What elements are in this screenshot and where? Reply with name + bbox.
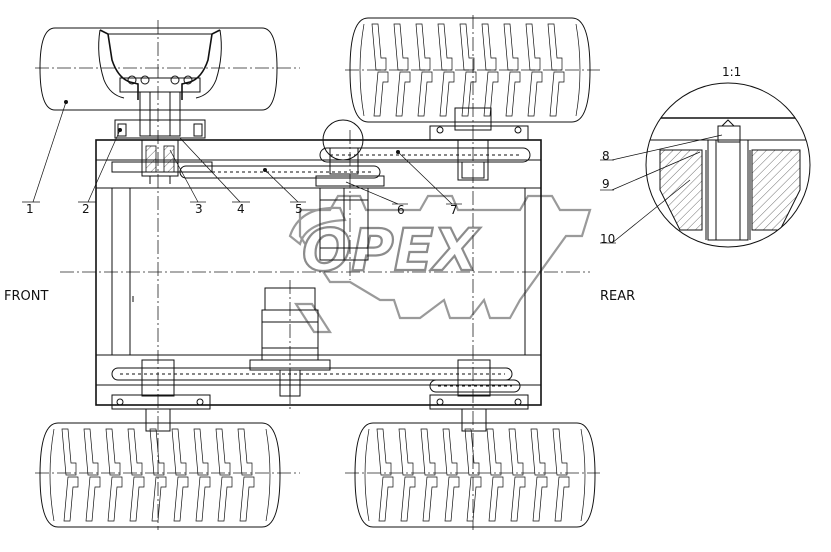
tread-lug: [415, 23, 431, 71]
tread-lug: [395, 71, 411, 117]
tread-lug: [151, 476, 167, 522]
tread-lug: [149, 428, 165, 476]
tread-lug: [376, 428, 392, 476]
tread-lug: [173, 476, 189, 522]
tread-lug: [239, 476, 255, 522]
tread-lug: [398, 428, 414, 476]
tire-tread-pattern: [61, 23, 570, 522]
tread-lug: [393, 23, 409, 71]
tread-lug: [525, 23, 541, 71]
drive-chains: [111, 147, 531, 393]
tread-lug: [481, 23, 497, 71]
rear-upper-hub: [429, 107, 529, 181]
tread-lug: [530, 428, 546, 476]
detail-scale-label: 1:1: [722, 65, 741, 79]
tread-lug: [483, 71, 499, 117]
tread-lug: [466, 476, 482, 522]
tread-lug: [442, 428, 458, 476]
tread-lug: [61, 428, 77, 476]
tread-lug: [85, 476, 101, 522]
tread-lug: [464, 428, 480, 476]
front-label: FRONT: [4, 289, 48, 304]
rear-lower-hub: [429, 359, 529, 432]
tread-lug: [217, 476, 233, 522]
callout-5: 5: [295, 202, 303, 216]
tread-lug: [505, 71, 521, 117]
tread-lug: [195, 476, 211, 522]
detail-view-circle: [645, 82, 811, 248]
tread-lug: [422, 476, 438, 522]
tread-lug: [461, 71, 477, 117]
tread-lug: [508, 428, 524, 476]
tread-lug: [527, 71, 543, 117]
tread-lug: [237, 428, 253, 476]
callout-4: 4: [237, 202, 245, 216]
tread-lug: [129, 476, 145, 522]
tread-lug: [459, 23, 475, 71]
tread-lug: [554, 476, 570, 522]
tread-lug: [105, 428, 121, 476]
callout-3: 3: [195, 202, 203, 216]
tread-lug: [503, 23, 519, 71]
rear-right-lower-tire: [354, 422, 596, 528]
tread-lug: [552, 428, 568, 476]
front-left-lower-tire: [39, 422, 281, 528]
tread-lug: [83, 428, 99, 476]
lower-drive-motor: [249, 287, 331, 397]
tread-lug: [107, 476, 123, 522]
front-lower-hub: [111, 359, 211, 432]
callout-8: 8: [602, 149, 610, 163]
opex-watermark: OPEX: [288, 194, 592, 334]
tread-lug: [488, 476, 504, 522]
tread-lug: [510, 476, 526, 522]
callout-6: 6: [397, 203, 405, 217]
tread-lug: [193, 428, 209, 476]
rear-label: REAR: [600, 289, 635, 304]
callout-leader-lines: [22, 100, 723, 244]
tread-lug: [486, 428, 502, 476]
callout-7: 7: [450, 203, 458, 217]
tread-lug: [63, 476, 79, 522]
tread-lug: [417, 71, 433, 117]
tread-lug: [400, 476, 416, 522]
tread-lug: [444, 476, 460, 522]
upper-drive-motor: [315, 119, 385, 261]
callout-10: 10: [600, 232, 615, 246]
tread-lug: [549, 71, 565, 117]
callout-1: 1: [26, 202, 34, 216]
rear-right-tire: [349, 17, 591, 123]
tread-lug: [373, 71, 389, 117]
callout-9: 9: [602, 177, 610, 191]
callout-2: 2: [82, 202, 90, 216]
tread-lug: [215, 428, 231, 476]
tread-lug: [439, 71, 455, 117]
tread-lug: [532, 476, 548, 522]
tread-lug: [547, 23, 563, 71]
tread-lug: [171, 428, 187, 476]
watermark-text: OPEX: [302, 216, 481, 284]
front-left-tire-section: [39, 27, 278, 184]
tread-lug: [420, 428, 436, 476]
tread-lug: [127, 428, 143, 476]
tread-lug: [371, 23, 387, 71]
tread-lug: [378, 476, 394, 522]
tread-lug: [437, 23, 453, 71]
